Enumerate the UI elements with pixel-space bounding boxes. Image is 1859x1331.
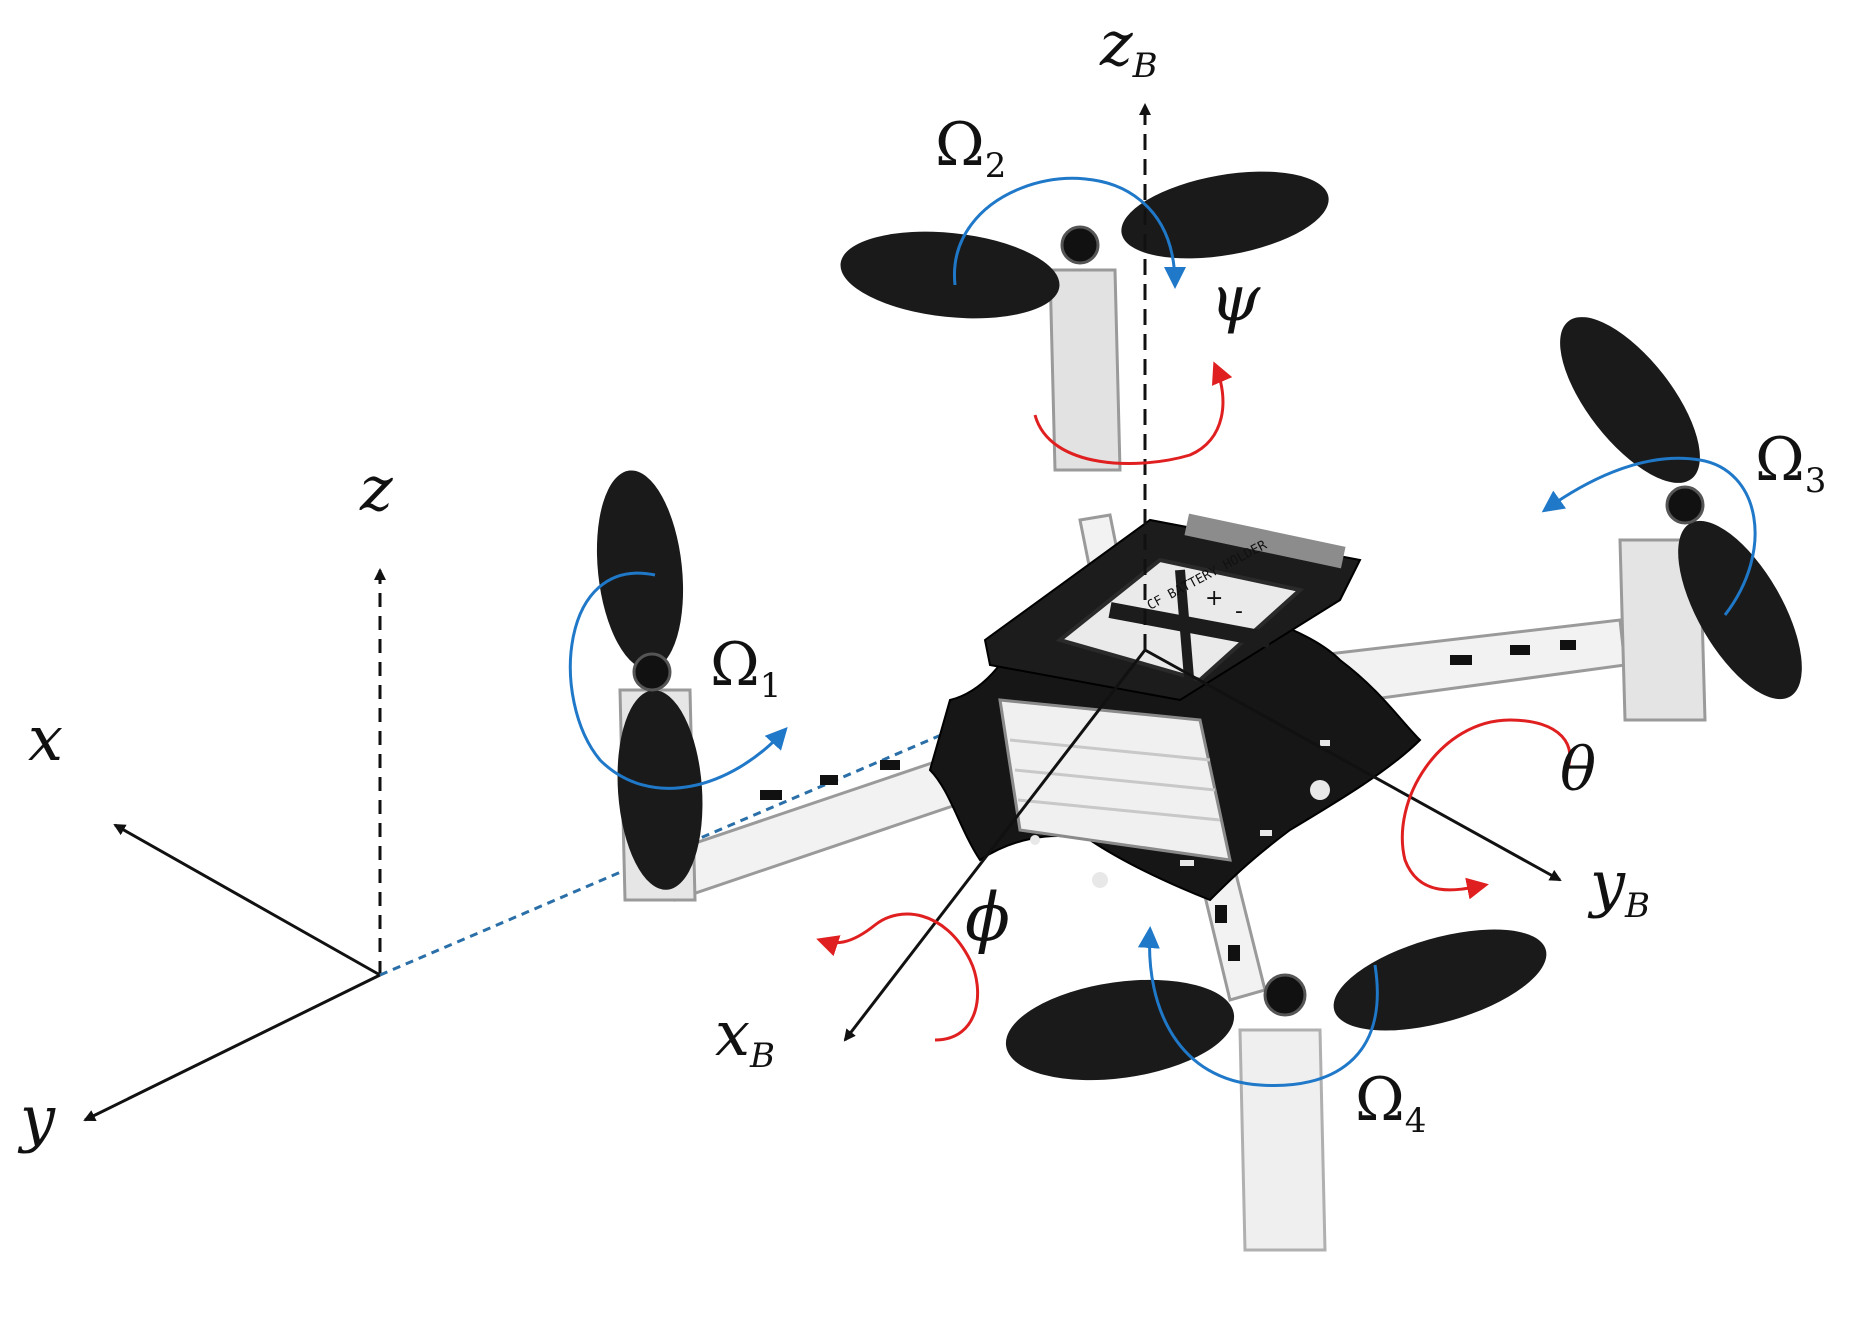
body-x-label: xB (715, 997, 775, 1076)
deck-plus: + (1205, 586, 1223, 611)
world-z-label: z (359, 452, 393, 525)
roll-arrow (816, 912, 980, 1042)
rotor-2-label: Ω2 (935, 110, 1006, 186)
deck-minus: - (1235, 599, 1243, 624)
propeller-4-blade-left (1005, 979, 1235, 1081)
rotor-3-spin-arrow (1541, 456, 1757, 616)
yaw-arrow (1033, 361, 1233, 466)
body-rotation-arrows (816, 361, 1572, 1042)
rotor-1-spin-arrow (568, 571, 788, 790)
propeller-1-blade-bottom (617, 690, 703, 890)
propeller-4-hub (1263, 973, 1307, 1017)
rotor-3 (1560, 317, 1802, 722)
quadcopter-body: CF BATTERY HOLDER + - (658, 513, 1627, 1002)
body-y-label: yB (1587, 847, 1650, 926)
motor-2 (1048, 268, 1122, 472)
deck-pin-header (1184, 513, 1346, 569)
body-z-label: zB (1099, 7, 1158, 86)
propeller-2-blade-left (840, 231, 1060, 319)
rotor-2 (840, 171, 1329, 472)
rotor-4 (1005, 929, 1547, 1252)
propeller-2-blade-right (1121, 171, 1329, 259)
rotor-spin-arrows (568, 176, 1757, 1088)
propeller-2-hub (1060, 225, 1100, 265)
rotor-3-label: Ω3 (1755, 425, 1826, 501)
propeller-3-blade-top (1560, 317, 1700, 483)
arm-led-dots (760, 640, 1576, 961)
world-x-axis (113, 823, 381, 977)
pitch-label: θ (1560, 735, 1596, 805)
propeller-4-blade-right (1333, 929, 1547, 1031)
propeller-1-blade-top (596, 470, 684, 670)
rotor-1-label: Ω1 (710, 630, 781, 706)
world-y-label: y (17, 1082, 56, 1155)
symbol-labels: ψ θ ϕ Ω1 Ω2 Ω3 Ω4 (710, 110, 1826, 1141)
pcb-components (1030, 740, 1330, 888)
motor-4 (1238, 1028, 1327, 1252)
world-x-label: x (28, 702, 63, 775)
rotor-4-spin-arrow (1137, 926, 1379, 1088)
pitch-arrow (1400, 718, 1572, 900)
rotor-2-spin-arrow (953, 176, 1186, 289)
yaw-label: ψ (1210, 262, 1261, 336)
propeller-3-hub (1665, 485, 1705, 525)
rotor-4-label: Ω4 (1355, 1065, 1426, 1141)
body-y-axis (1144, 648, 1562, 882)
propeller-1-hub (632, 652, 672, 692)
propeller-3-blade-bottom (1678, 520, 1802, 700)
body-frame: zB yB xB (715, 7, 1650, 1076)
rotor-1 (596, 470, 703, 902)
body-x-axis (843, 649, 1147, 1042)
battery-holder-deck: CF BATTERY HOLDER + - (983, 513, 1362, 702)
roll-label: ϕ (965, 879, 1010, 956)
world-y-axis (83, 973, 381, 1122)
